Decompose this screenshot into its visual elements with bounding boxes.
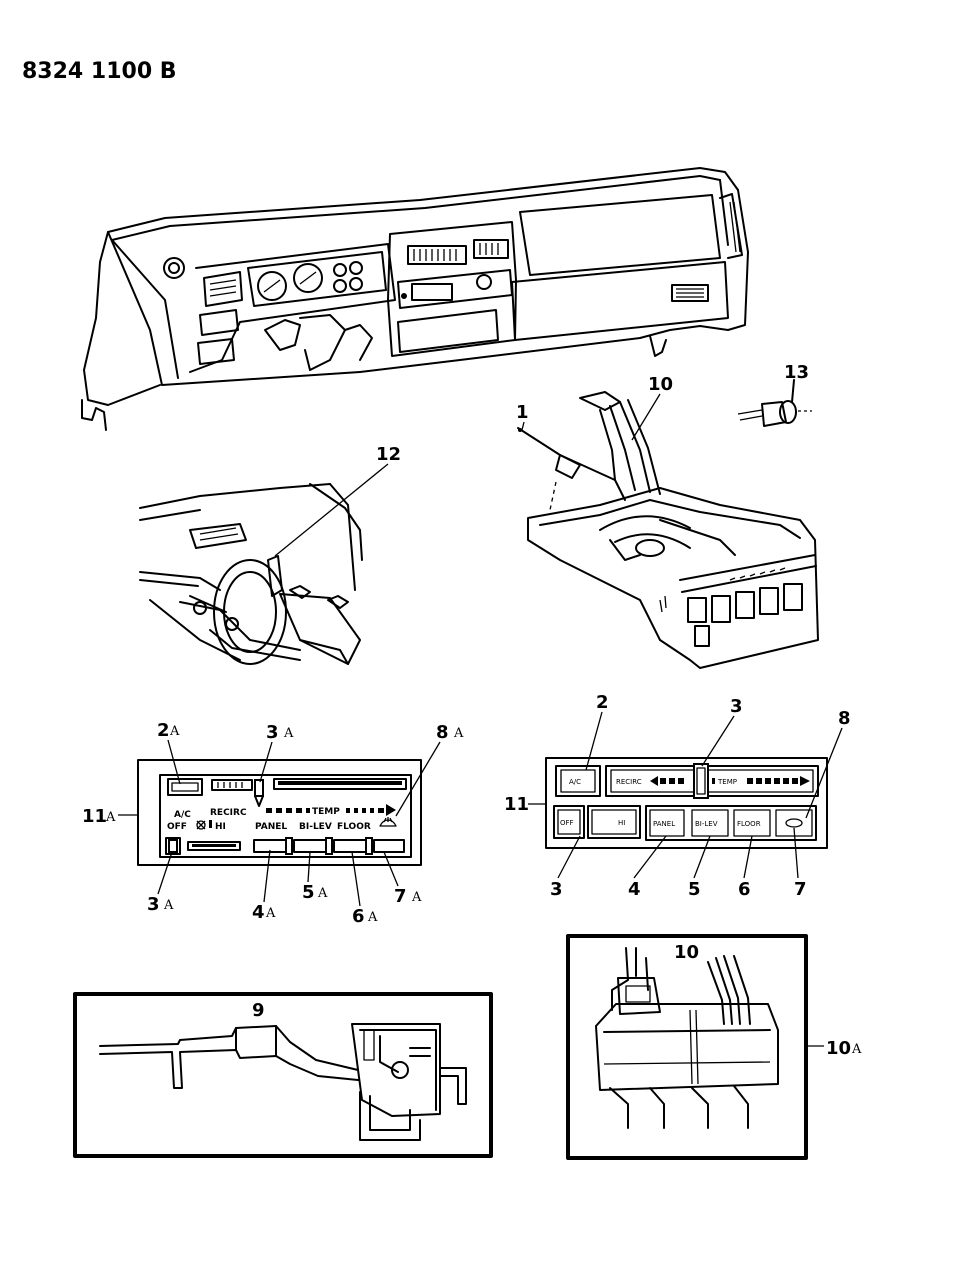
- callout-1: 1: [516, 402, 529, 423]
- callout-7a-suffix: A: [411, 890, 422, 905]
- callout-9: 9: [252, 1000, 265, 1021]
- panel-a-panel-label: PANEL: [255, 822, 287, 832]
- callout-7: 7: [794, 879, 807, 900]
- detail-box-9: [73, 992, 493, 1158]
- callout-6a: 6: [352, 906, 365, 927]
- callout-2a-suffix: A: [169, 724, 180, 739]
- panel-a-fan-icon: [196, 820, 206, 830]
- panel-a-ac-label: A/C: [174, 810, 191, 820]
- brake-area-illustration: [139, 483, 363, 665]
- panel-b-recirc-label: RECIRC: [616, 778, 642, 786]
- callout-6a-suffix: A: [367, 910, 378, 925]
- callout-10a-suffix: A: [851, 1042, 862, 1057]
- heater-control-assembly-illustration: [517, 391, 819, 669]
- detail-box-10: [566, 934, 808, 1160]
- callout-5: 5: [688, 879, 701, 900]
- panel-a-hi-label: HI: [215, 822, 226, 832]
- panel-b-right-arrow-icon: [800, 776, 810, 786]
- callout-8a-suffix: A: [453, 726, 464, 741]
- callout-3-top: 3: [730, 696, 743, 717]
- instrument-panel-illustration: [81, 167, 749, 431]
- callout-12: 12: [376, 444, 401, 465]
- bulb-illustration: [737, 379, 812, 427]
- callout-11a-suffix: A: [105, 810, 116, 825]
- panel-a-temp-scale: [266, 808, 384, 813]
- panel-b-bilev-label: BI-LEV: [695, 820, 718, 828]
- callout-11a: 11: [82, 806, 107, 827]
- panel-a-off-label: OFF: [167, 822, 187, 832]
- panel-b-off-label: OFF: [560, 819, 574, 827]
- callout-8: 8: [838, 708, 851, 729]
- panel-a-floor-label: FLOOR: [337, 822, 371, 832]
- callout-13: 13: [784, 362, 809, 383]
- panel-b-temp-label: TEMP: [717, 778, 737, 786]
- leader-1: [521, 421, 525, 431]
- cable-bracket-9-illustration: [99, 1023, 467, 1141]
- panel-b-temp-scale: [660, 778, 798, 784]
- control-panel-a: A/C RECIRC TEMP OFF HI PANEL BI-LEV FLOO…: [137, 759, 422, 866]
- callout-10-detail: 10: [674, 942, 699, 963]
- panel-b-hi-label: HI: [618, 819, 625, 827]
- connector-10-illustration: [595, 947, 779, 1129]
- callout-5a-suffix: A: [317, 886, 328, 901]
- callout-3a-top-suffix: A: [283, 726, 294, 741]
- right-vent: [729, 201, 741, 253]
- panel-b-left-arrow-icon: [650, 776, 658, 786]
- callout-5a: 5: [302, 882, 315, 903]
- leader-12: [274, 463, 389, 557]
- callout-2a: 2: [157, 720, 170, 741]
- panel-a-bilev-label: BI-LEV: [299, 822, 332, 832]
- panel-b-floor-label: FLOOR: [737, 820, 761, 828]
- panel-b-panel-label: PANEL: [653, 820, 675, 828]
- callout-10: 10: [648, 374, 673, 395]
- panel-a-temp-arrow-icon: [386, 804, 396, 816]
- callout-8a: 8: [436, 722, 449, 743]
- panel-a-recirc-label: RECIRC: [210, 808, 247, 818]
- callout-7a: 7: [394, 886, 407, 907]
- panel-a-defrost-icon: [379, 817, 397, 827]
- callout-3-bottom: 3: [550, 879, 563, 900]
- panel-a-temp-label: TEMP: [312, 807, 340, 817]
- callout-3a-top: 3: [266, 722, 279, 743]
- callout-4: 4: [628, 879, 641, 900]
- callout-11: 11: [504, 794, 529, 815]
- panel-b-ac-label: A/C: [569, 778, 581, 786]
- callout-6: 6: [738, 879, 751, 900]
- control-panel-b: A/C RECIRC TEMP OFF HI PA: [545, 757, 828, 849]
- part-number-header: 8324 1100 B: [22, 59, 177, 84]
- leader-10: [631, 393, 661, 441]
- callout-4a-suffix: A: [265, 906, 276, 921]
- callout-10a: 10: [826, 1038, 851, 1059]
- callout-2: 2: [596, 692, 609, 713]
- panel-b-defrost-icon: [785, 818, 803, 828]
- callout-3a-bottom-suffix: A: [163, 898, 174, 913]
- callout-4a: 4: [252, 902, 265, 923]
- callout-3a-bottom: 3: [147, 894, 160, 915]
